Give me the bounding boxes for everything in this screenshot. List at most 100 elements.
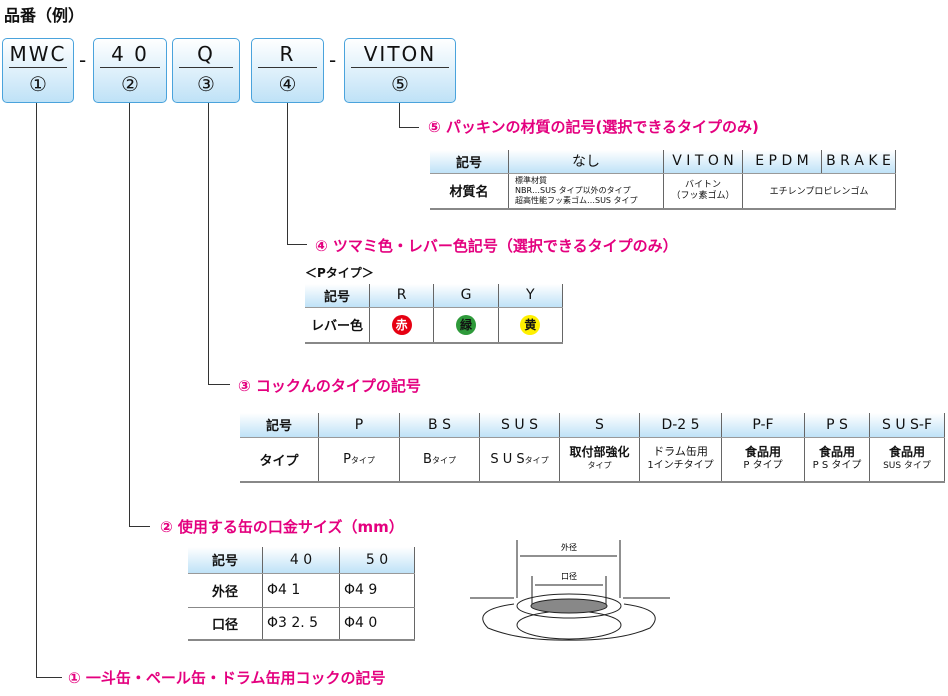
outer-diameter-label: 外径 (561, 542, 577, 552)
header-cell: P (318, 413, 400, 438)
header-cell: R (369, 284, 435, 308)
part-box-5: VITON ⑤ (344, 38, 456, 103)
connector-line (36, 677, 62, 678)
value-cell: Φ3 2. 5 (262, 607, 340, 641)
p-type-subtitle: ＜Pタイプ＞ (305, 266, 374, 280)
type-cell: 取付部強化タイプ (559, 437, 640, 483)
text: 食品用 (818, 445, 855, 460)
header-cell: V I T O N (663, 150, 743, 174)
part-number: ① (29, 72, 47, 96)
section-5-label: ⑤ パッキンの材質の記号(選択できるタイプのみ) (428, 118, 759, 136)
page-title: 品番（例） (4, 6, 85, 25)
green-color-badge: 緑 (455, 314, 476, 335)
row-label: タイプ (240, 437, 319, 483)
value-cell: Φ4 9 (339, 573, 415, 608)
header-cell: 5 0 (339, 547, 415, 574)
cell-green: 緑 (433, 307, 499, 344)
part-number: ⑤ (391, 72, 409, 96)
part-code: MWC (9, 39, 67, 68)
separator: - (79, 48, 87, 72)
text: バイトン (684, 179, 721, 190)
header-cell: B R A K E (821, 150, 896, 174)
part-code: Q (179, 39, 233, 68)
section-2-label: ② 使用する缶の口金サイズ（mm） (160, 518, 404, 536)
connector-line (36, 103, 37, 678)
text: 1インチタイプ (647, 460, 714, 472)
header-cell: D-2 5 (639, 413, 722, 438)
text: （フッ素ゴム） (671, 190, 735, 201)
text: 標準材質 (515, 175, 547, 185)
part-number: ② (121, 72, 139, 96)
text: 超高性能フッ素ゴム…SUS タイプ (515, 195, 638, 205)
type-cell: Bタイプ (399, 437, 480, 483)
header-cell: なし (508, 150, 664, 174)
part-code: VITON (351, 39, 449, 68)
yellow-color-badge: 黄 (520, 314, 541, 335)
section-3-label: ③ コックんのタイプの記号 (238, 377, 421, 395)
header-cell: Y (498, 284, 564, 308)
part-number: ④ (278, 72, 297, 96)
cell-epdm: エチレンプロピレンゴム (742, 173, 896, 210)
text: 食品用 (888, 445, 925, 460)
text: P S タイプ (812, 460, 862, 472)
type-cell: Pタイプ (318, 437, 400, 483)
header-cell: S U S-F (869, 413, 945, 438)
text: NBR…SUS タイプ以外のタイプ (515, 185, 631, 195)
header-cell: 4 0 (262, 547, 340, 574)
text: S U S (490, 451, 525, 467)
text: タイプ (431, 455, 456, 465)
header-cell: E P D M (742, 150, 822, 174)
row-label: 材質名 (430, 173, 509, 210)
header-cell: B S (399, 413, 480, 438)
section-4-label: ④ ツマミ色・レバー色記号（選択できるタイプのみ） (315, 237, 678, 255)
text: SUS タイプ (883, 461, 931, 472)
text: B (423, 451, 432, 467)
header-cell: 記号 (240, 413, 319, 438)
row-label: レバー色 (305, 307, 370, 344)
cap-diameter-illustration: 外径 口径 (470, 540, 670, 641)
cell-yellow: 黄 (498, 307, 564, 344)
header-cell: G (433, 284, 499, 308)
connector-line (208, 103, 209, 385)
text: ドラム缶用 (653, 445, 708, 459)
connector-line (287, 244, 307, 245)
text: 食品用 (744, 445, 781, 460)
header-cell: P S (804, 413, 870, 438)
header-cell: 記号 (430, 150, 509, 174)
part-code: R (258, 39, 317, 68)
connector-line (399, 103, 400, 128)
red-color-badge: 赤 (391, 314, 412, 335)
text: P (343, 451, 351, 467)
value-cell: Φ4 0 (339, 607, 415, 641)
text: 取付部強化 (569, 445, 630, 460)
value-cell: Φ4 1 (262, 573, 340, 608)
separator: - (329, 48, 337, 72)
part-number: ③ (197, 72, 215, 96)
cell-viton: バイトン（フッ素ゴム） (663, 173, 743, 210)
section-1-label: ① 一斗缶・ペール缶・ドラム缶用コックの記号 (68, 669, 386, 687)
row-label: 口径 (188, 607, 263, 641)
text: タイプ (587, 461, 612, 471)
connector-line (208, 384, 230, 385)
connector-line (287, 103, 288, 245)
text: P タイプ (743, 460, 783, 472)
header-cell: S U S (479, 413, 560, 438)
inner-diameter-label: 口径 (561, 571, 577, 581)
header-cell: S (559, 413, 640, 438)
connector-line (129, 526, 150, 527)
connector-line (399, 127, 419, 128)
text: タイプ (524, 455, 549, 465)
